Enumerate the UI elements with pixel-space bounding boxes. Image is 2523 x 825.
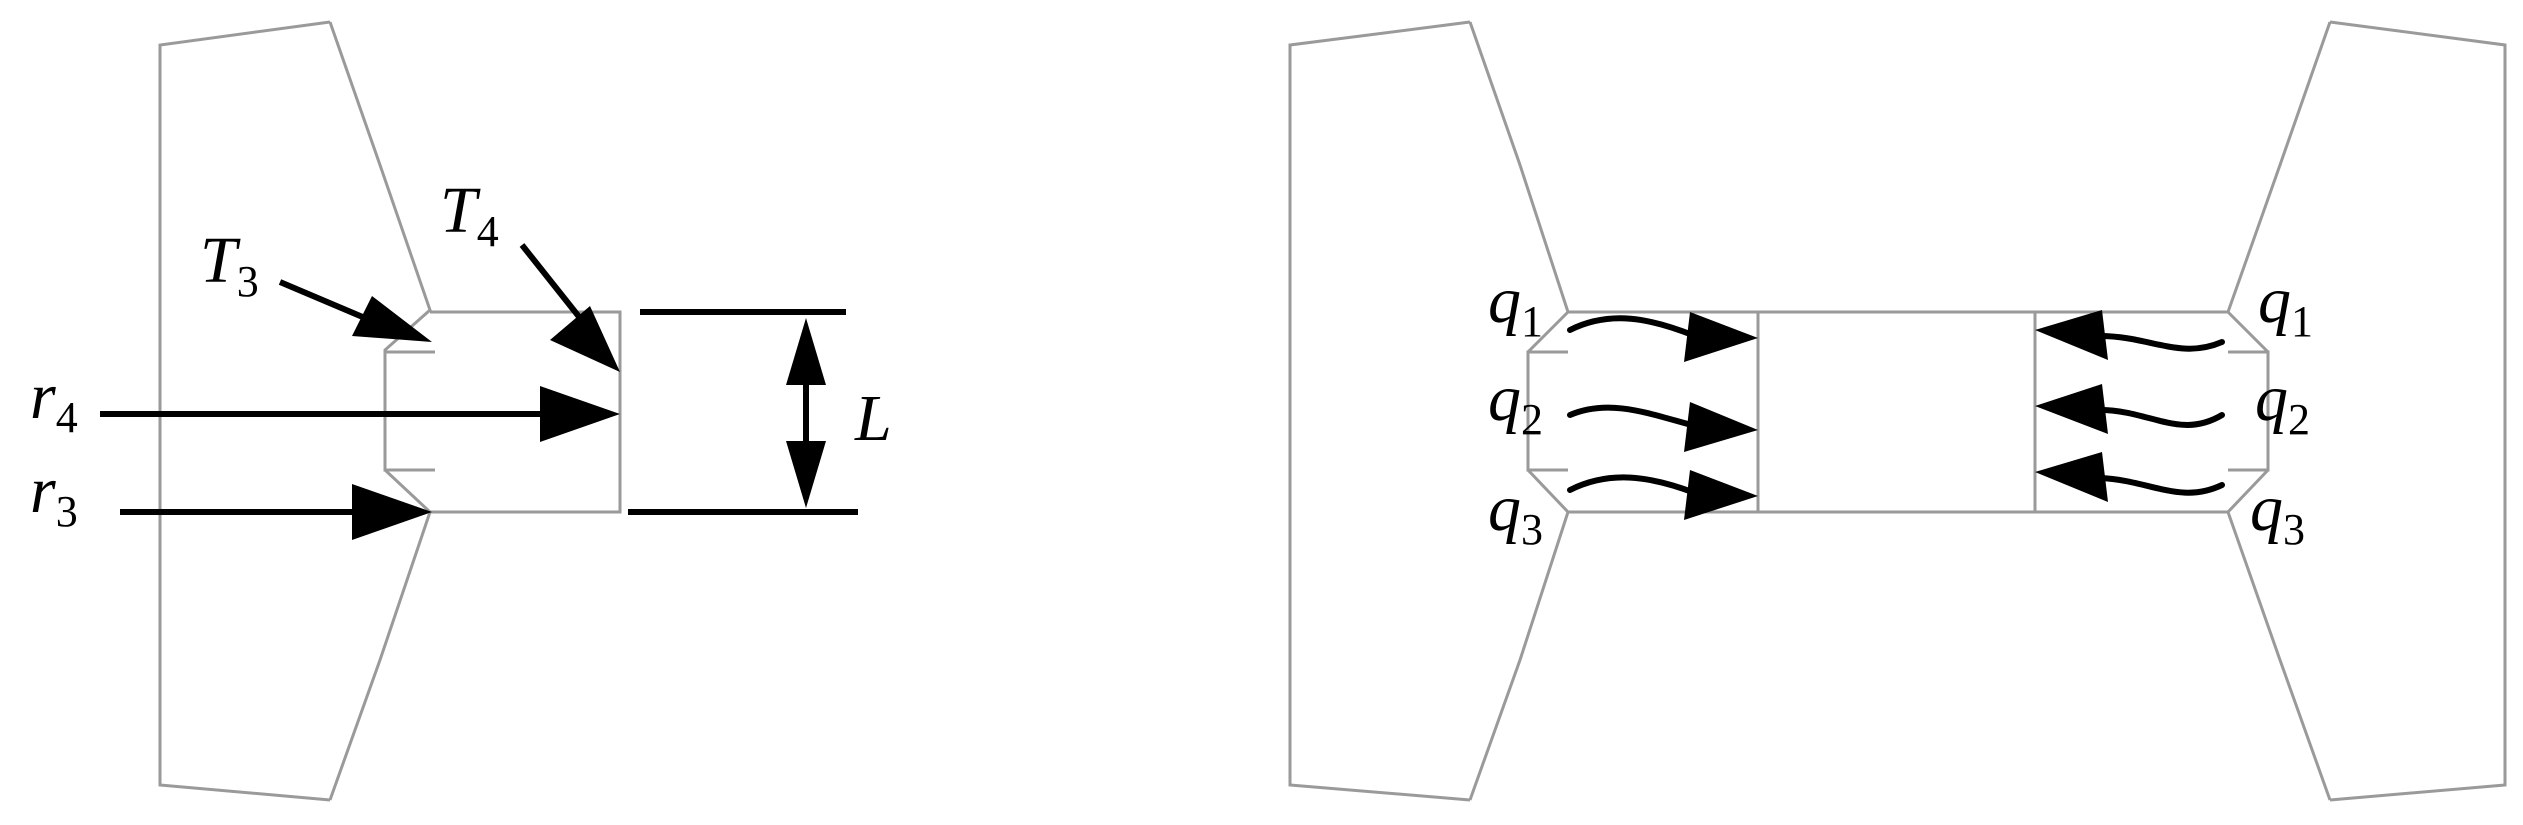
label-t4: T4 [440, 174, 499, 256]
l-dimension [628, 309, 858, 515]
label-q3-left-sub: 3 [1521, 505, 1543, 554]
right-specimen-notch-left [1526, 350, 1568, 472]
t4-arrow [519, 243, 620, 372]
q1-arrow-left [1567, 312, 1758, 362]
label-t4-base: T [440, 174, 481, 247]
label-q2-right: q2 [2255, 362, 2310, 444]
label-q2-right-sub: 2 [2288, 395, 2310, 444]
label-l: L [854, 382, 892, 455]
label-q1-left-sub: 1 [1521, 297, 1543, 346]
t3-arrow [278, 279, 432, 342]
label-q2-right-base: q [2255, 362, 2288, 435]
right-right-body-outline [2329, 20, 2507, 802]
label-t3-base: T [200, 224, 241, 297]
label-r3-sub: 3 [56, 487, 78, 536]
label-q1-left: q1 [1488, 264, 1543, 346]
label-q3-left: q3 [1488, 472, 1543, 554]
label-r3: r3 [30, 454, 78, 536]
label-t3-sub: 3 [237, 257, 259, 306]
label-t4-sub: 4 [477, 207, 499, 256]
q3-arrow-right [2035, 452, 2225, 502]
right-left-body-outline [1288, 20, 1471, 802]
label-q3-right: q3 [2250, 472, 2305, 554]
r3-arrow [120, 484, 432, 540]
label-q2-left: q2 [1488, 362, 1543, 444]
label-r4: r4 [30, 360, 78, 442]
label-q2-left-base: q [1488, 362, 1521, 435]
label-r3-base: r [30, 454, 56, 527]
label-r4-base: r [30, 360, 56, 433]
label-q1-right-sub: 1 [2291, 297, 2313, 346]
label-r4-sub: 4 [56, 393, 78, 442]
left-specimen-outline [430, 310, 622, 514]
right-figure: q1 q2 q3 q1 q2 q3 [1288, 20, 2507, 802]
q3-arrow-left [1567, 470, 1758, 520]
right-specimen-notch-right [2228, 350, 2270, 472]
q2-arrow-left [1567, 402, 1758, 452]
left-figure: T3 T4 r4 r3 L [30, 20, 892, 802]
q1-arrow-right [2035, 310, 2225, 360]
label-q1-left-base: q [1488, 264, 1521, 337]
label-q3-right-sub: 3 [2283, 505, 2305, 554]
q2-arrow-right [2035, 384, 2225, 434]
label-t3: T3 [200, 224, 259, 306]
label-q2-left-sub: 2 [1521, 395, 1543, 444]
right-specimen-outline [1568, 310, 2228, 514]
r4-arrow [100, 386, 620, 442]
label-q3-right-base: q [2250, 472, 2283, 545]
label-q1-right: q1 [2258, 264, 2313, 346]
label-q3-left-base: q [1488, 472, 1521, 545]
label-q1-right-base: q [2258, 264, 2291, 337]
